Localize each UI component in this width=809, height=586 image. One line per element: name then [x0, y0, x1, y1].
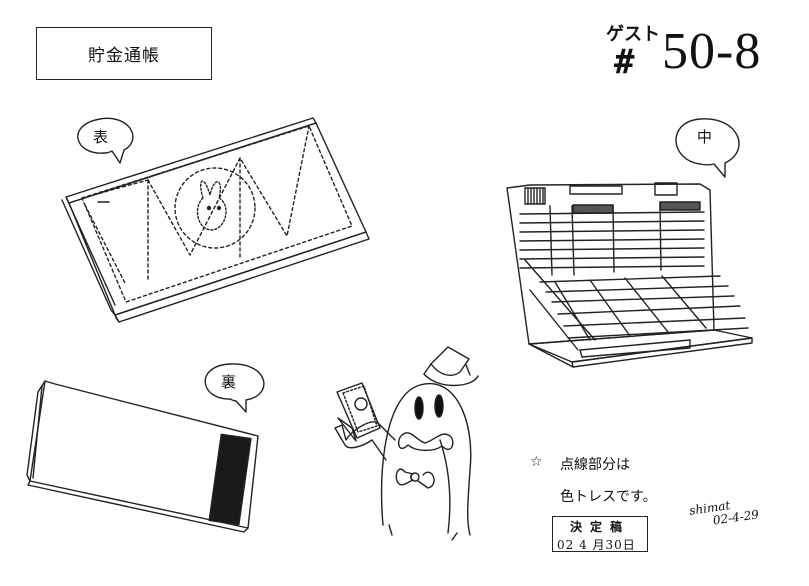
- inside-speech-bubble: [675, 118, 740, 178]
- episode-number: 50-8: [662, 23, 762, 80]
- episode-guest-label: ゲスト: [606, 24, 660, 45]
- stamp-label: 決定稿: [569, 520, 630, 534]
- passbook-front-drawing: [61, 117, 370, 323]
- page-title: 貯金通帳: [88, 46, 160, 66]
- note-line-1: 点線部分は: [560, 457, 630, 473]
- stamp-date: 02 4 月30日: [557, 538, 636, 552]
- mascot-character: [334, 346, 479, 541]
- bubble-label-back: 裏: [221, 373, 237, 391]
- episode-hash: #: [614, 42, 635, 82]
- episode-label: ゲスト # 50-8: [600, 14, 805, 84]
- passbook-back-drawing: [26, 380, 259, 533]
- note-star-icon: ☆: [530, 454, 543, 470]
- page-title-box: 貯金通帳: [36, 27, 212, 80]
- bubble-label-front: 表: [93, 128, 109, 146]
- passbook-inside-drawing: [506, 182, 753, 368]
- back-speech-bubble: [204, 363, 265, 413]
- note-line-2: 色トレスです。: [560, 489, 657, 505]
- bubble-label-inside: 中: [697, 128, 713, 146]
- approval-stamp: 決定稿 02 4 月30日: [552, 516, 648, 552]
- front-speech-bubble: [77, 117, 134, 164]
